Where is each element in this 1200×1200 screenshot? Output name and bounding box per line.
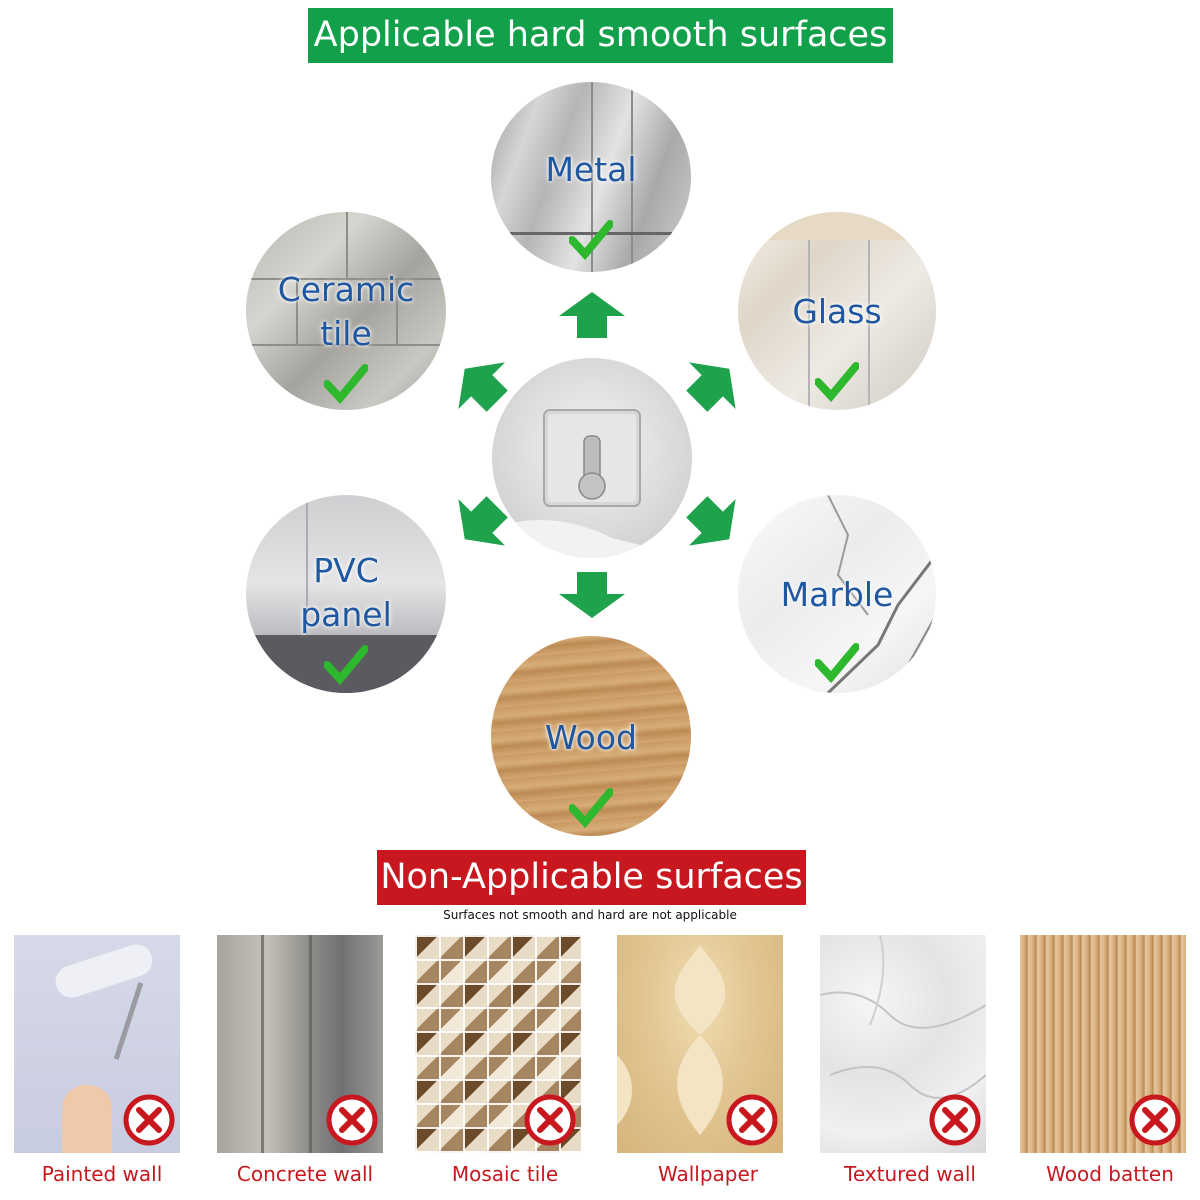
check-icon [569, 220, 613, 260]
tile-label: Concrete wall [236, 1162, 374, 1186]
surface-label: Wood [544, 718, 638, 757]
arrow-up-right-icon [686, 362, 736, 412]
tile-textured-wall [820, 935, 986, 1153]
surface-pvc-panel: PVC panel [246, 495, 446, 693]
surface-label-line1: Ceramic [277, 270, 415, 309]
check-icon [815, 362, 859, 402]
surface-marble: Marble [738, 495, 936, 693]
tile-wallpaper [617, 935, 783, 1153]
tile-concrete-wall [217, 935, 383, 1153]
x-mark-icon [326, 1094, 378, 1146]
x-mark-icon [929, 1094, 981, 1146]
tile-mosaic [415, 935, 581, 1153]
tile-label: Wallpaper [657, 1162, 759, 1186]
tile-wood-batten [1020, 935, 1186, 1153]
x-mark-icon [123, 1094, 175, 1146]
applicable-title: Applicable hard smooth surfaces [313, 15, 888, 55]
surface-label-line1: PVC [313, 551, 379, 590]
check-icon [324, 364, 368, 404]
surface-label: Ceramic tile [246, 268, 446, 356]
surface-label: Marble [780, 575, 894, 614]
check-icon [324, 645, 368, 685]
non-applicable-title: Non-Applicable surfaces [380, 857, 803, 897]
surface-label-line2: panel [300, 595, 392, 634]
texture-cracks [820, 935, 986, 1099]
adhesive-hook-icon [492, 409, 692, 558]
surface-label: Glass [792, 292, 882, 331]
non-applicable-note: Surfaces not smooth and hard are not app… [443, 908, 737, 922]
damask-pattern [617, 945, 726, 1135]
marble-veins [826, 495, 936, 693]
arrow-down-left-icon [458, 496, 508, 546]
x-mark-icon [726, 1094, 778, 1146]
check-icon [815, 643, 859, 683]
arrow-up-icon [559, 292, 625, 338]
non-applicable-title-banner: Non-Applicable surfaces [377, 850, 806, 905]
surface-label: PVC panel [246, 549, 446, 637]
surface-metal: Metal [491, 82, 691, 272]
center-hook-image [492, 358, 692, 558]
x-mark-icon [524, 1094, 576, 1146]
tile-painted-wall [14, 935, 180, 1153]
surface-label: Metal [545, 150, 637, 189]
arrow-down-icon [559, 572, 625, 618]
tile-label: Textured wall [844, 1162, 976, 1186]
surface-wood: Wood [491, 636, 691, 836]
tile-label: Painted wall [41, 1162, 163, 1186]
x-mark-icon [1129, 1094, 1181, 1146]
tile-label: Wood batten [1046, 1162, 1174, 1186]
surface-label-line2: tile [320, 314, 372, 353]
arrow-up-left-icon [458, 362, 508, 412]
tile-label: Mosaic tile [451, 1162, 559, 1186]
applicable-title-banner: Applicable hard smooth surfaces [308, 8, 893, 63]
surface-glass: Glass [738, 212, 936, 410]
arrow-down-right-icon [686, 496, 736, 546]
surface-ceramic-tile: Ceramic tile [246, 212, 446, 410]
check-icon [569, 788, 613, 828]
